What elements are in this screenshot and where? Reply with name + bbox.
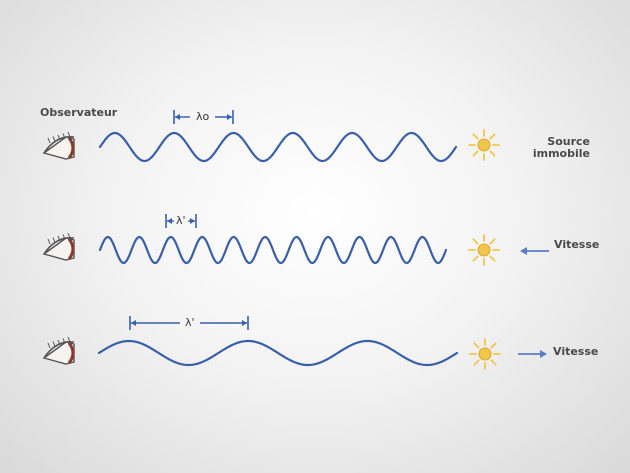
row3-speed-label: Vitesse [553,345,599,358]
sun-icon-1 [468,129,500,161]
eye-icon-3 [42,336,75,365]
eye-lash [52,341,56,347]
wave-stationary [98,131,458,163]
wave-receding [97,339,459,367]
eye-iris [67,238,75,260]
source-label-line2: immobile [532,147,590,160]
sun-ray [473,359,480,366]
row2-marker-left-arrow-head [167,218,172,224]
eye-lash [52,136,56,142]
sun-ray [489,238,496,245]
eye-lash [67,232,71,239]
sun-ray [472,150,479,157]
eye-lash [67,336,71,343]
observer-label: Observateur [40,106,118,119]
source-label: Source immobile [530,136,590,160]
row1-marker-left-arrow-head [175,114,180,120]
arrow-right-head [540,350,547,358]
eye-lash [57,235,61,242]
sun-core [478,347,492,361]
sun-ray [472,238,479,245]
sun-core [477,243,491,257]
sun-icon-3 [469,338,501,370]
eye-iris [67,342,75,364]
eye-icon-1 [42,131,75,160]
eye-lash [52,237,56,243]
eye-icon-2 [42,232,75,261]
wave-approaching [98,235,448,265]
sun-ray [489,150,496,157]
row1-marker-right-arrow-head [227,114,232,120]
eye-lid [43,341,75,359]
eye-iris [67,137,75,159]
sun-ray [490,342,497,349]
sun-icon-2 [468,234,500,266]
eye-lid [43,136,75,154]
eye-lash [47,137,51,144]
arrow-left-head [520,247,527,255]
arrow-left-icon [520,247,549,255]
eye-lid [43,237,75,255]
sun-ray [473,342,480,349]
sun-ray [490,359,497,366]
row2-wavelength-marker [165,214,197,228]
eye-lash [67,131,71,138]
row3-marker-left-arrow-head [131,320,136,326]
sun-ray [472,255,479,262]
sun-ray [472,133,479,140]
row1-wavelength-label: λo [196,110,210,123]
eye-lash [62,133,66,139]
eye-lash [47,342,51,349]
row2-speed-label: Vitesse [554,238,600,251]
eye-lash [62,338,66,344]
sun-core [477,138,491,152]
sun-ray [489,133,496,140]
row3-wavelength-marker [129,316,249,330]
row2-marker-right-arrow-head [190,218,195,224]
row3-marker-right-arrow-head [242,320,247,326]
eye-lash [47,238,51,245]
eye-lash [57,134,61,141]
eye-lash [62,234,66,240]
sun-ray [489,255,496,262]
row3-wavelength-label: λ' [185,316,195,329]
row1-wavelength-marker [173,110,234,124]
source-label-line1: Source [547,135,590,148]
row2-wavelength-label: λ' [176,214,186,227]
eye-lash [57,339,61,346]
arrow-right-icon [518,350,547,358]
